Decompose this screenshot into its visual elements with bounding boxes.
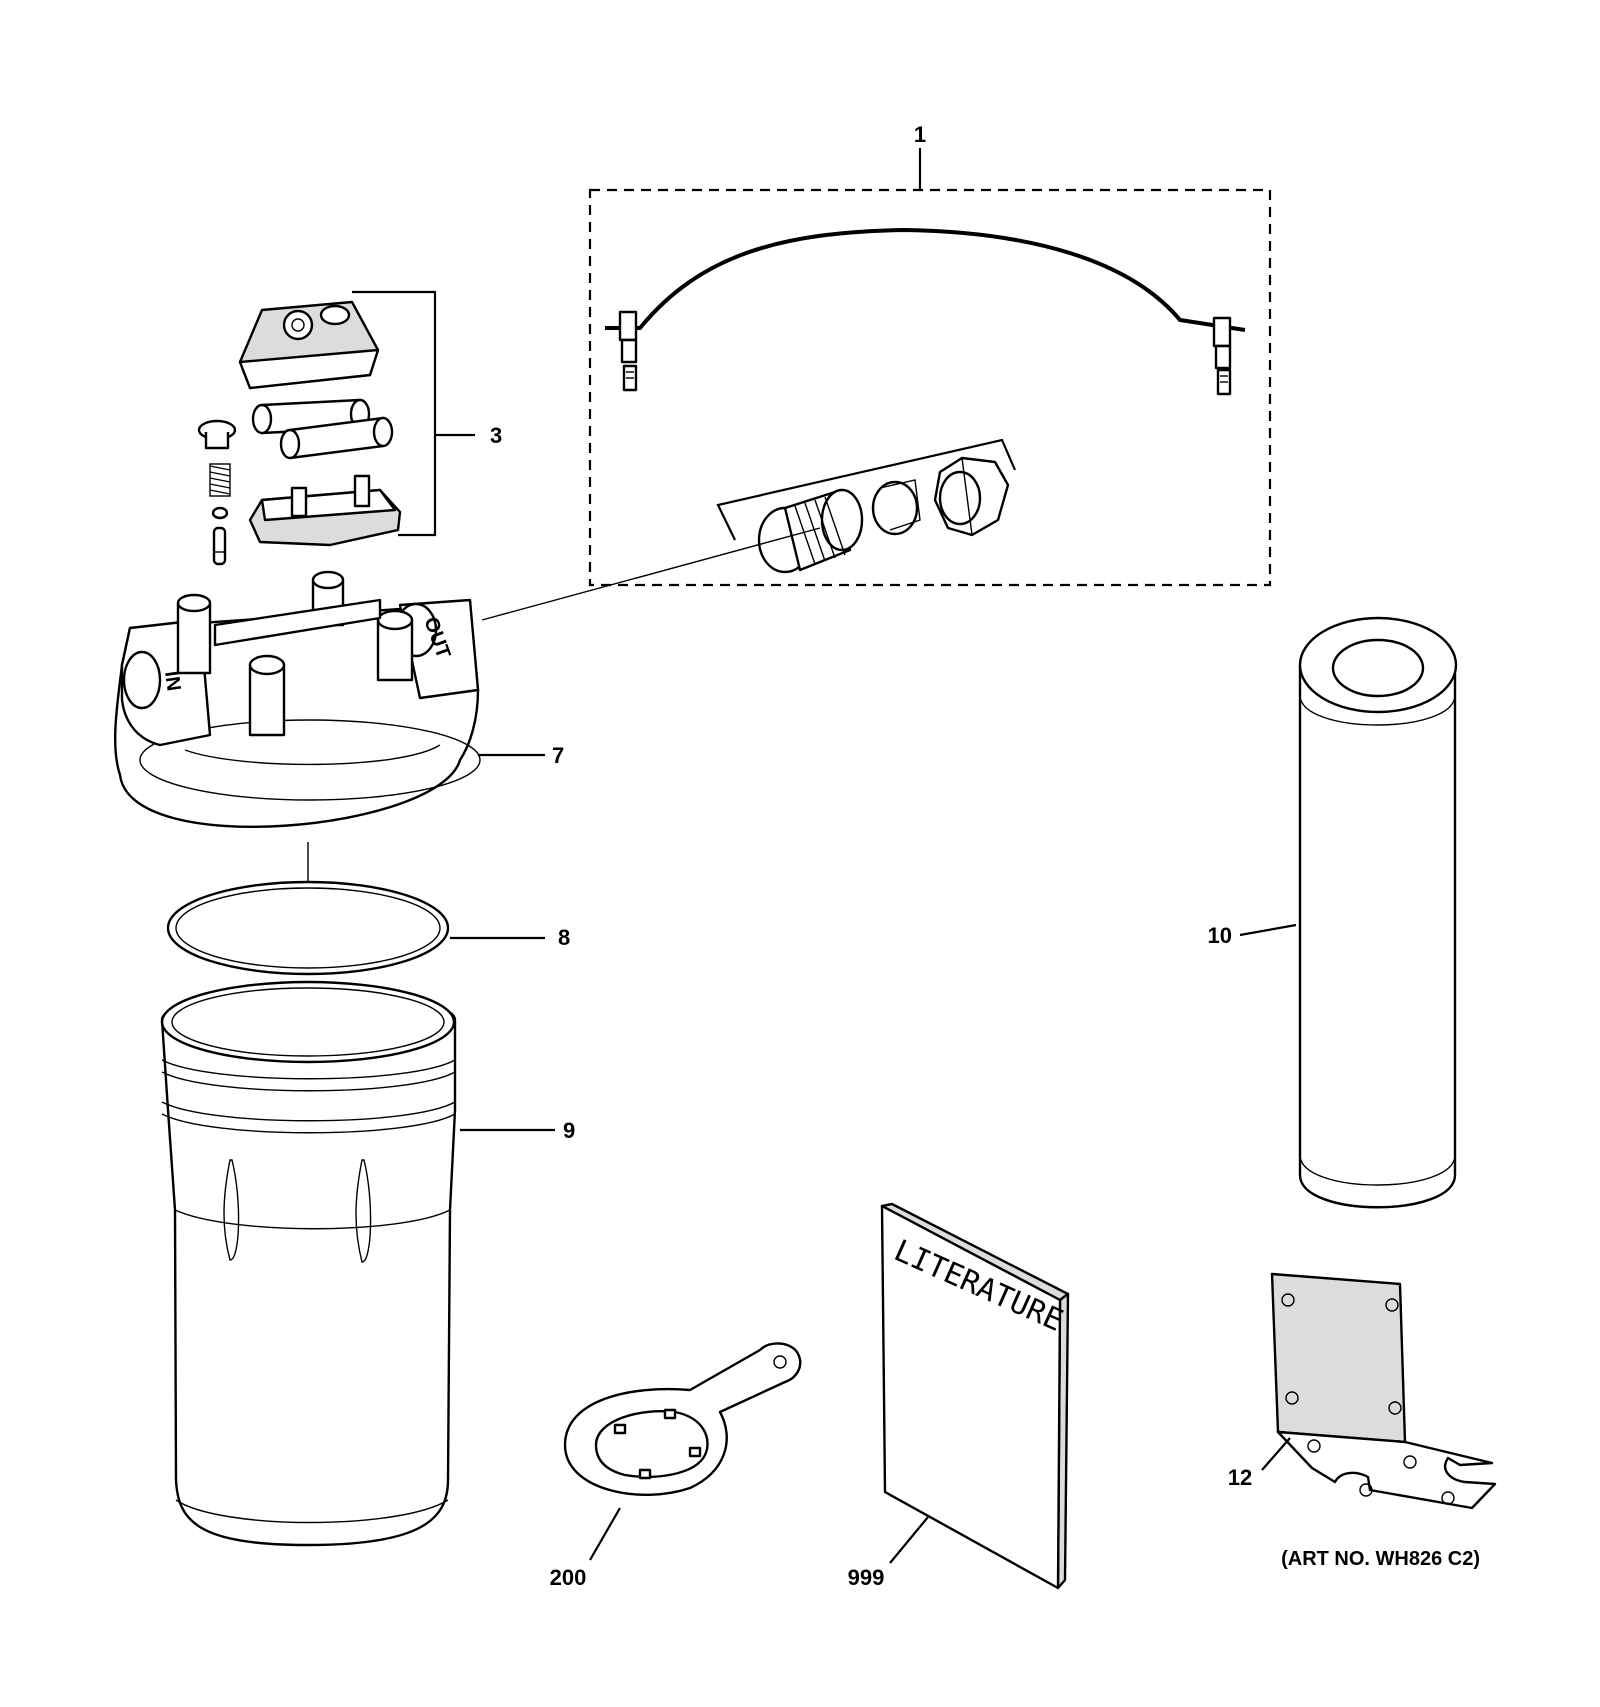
valve-spring (209, 463, 231, 497)
roller-pair (251, 398, 394, 460)
compression-ring (871, 480, 919, 536)
filter-cartridge (1239, 616, 1458, 1209)
kit-dashed-outline (588, 188, 1272, 587)
callout-12: 12 (1228, 1465, 1252, 1490)
valve-pin (212, 526, 227, 566)
literature-booklet: LITERATURE (880, 1202, 1070, 1590)
callout-10: 10 (1208, 923, 1232, 948)
installation-kit-group (481, 148, 1272, 621)
threaded-nipple (757, 488, 864, 574)
housing-wrench (563, 1342, 802, 1561)
callout-999: 999 (848, 1565, 885, 1590)
callout-3: 3 (490, 423, 502, 448)
valve-cap (238, 300, 380, 390)
small-o-ring (211, 506, 229, 520)
callout-1: 1 (914, 122, 926, 147)
callout-9: 9 (563, 1118, 575, 1143)
callout-8: 8 (558, 925, 570, 950)
port-in-label: IN (160, 670, 185, 693)
callout-200: 200 (550, 1565, 587, 1590)
filter-head: IN OUT (113, 570, 545, 828)
housing-o-ring (166, 880, 545, 976)
filter-housing (160, 980, 555, 1547)
saddle-valve-left (618, 310, 638, 392)
hex-nut (933, 456, 1010, 537)
art-number: (ART NO. WH826 C2) (1281, 1548, 1480, 1570)
tubing (605, 227, 1246, 332)
valve-button (197, 419, 237, 450)
valve-base (248, 474, 402, 547)
head-posts (176, 570, 414, 737)
valve-kit-group (197, 290, 475, 566)
mounting-bracket (1261, 1272, 1497, 1510)
saddle-valve-right (1212, 316, 1232, 396)
callout-7: 7 (552, 743, 564, 768)
